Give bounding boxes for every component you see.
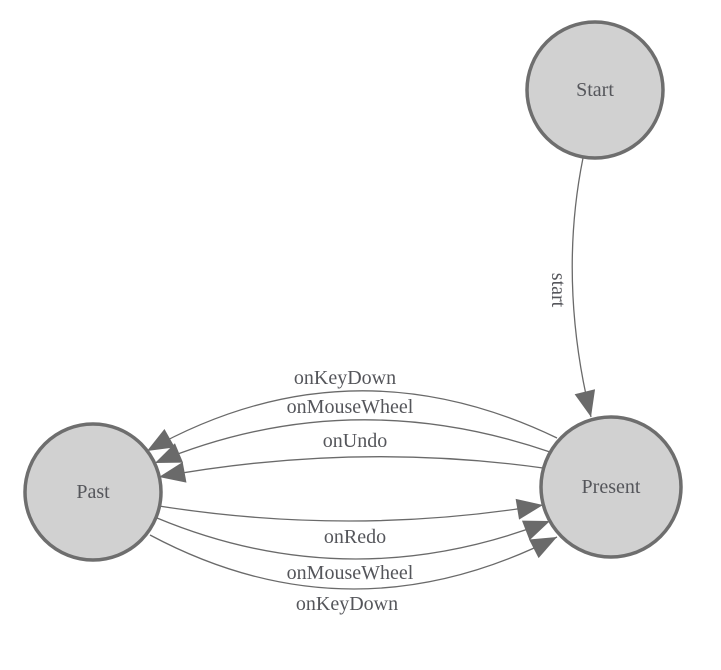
edge-start-to-present-start: [571, 157, 592, 418]
edge-present-to-past-onundo: [158, 456, 544, 478]
edge-past-to-present-onredo: [158, 504, 544, 522]
edge-present-to-past-onundo-label: onUndo: [323, 430, 387, 452]
edge-present-to-past-onkeydown-arrowhead-icon: [147, 429, 175, 451]
state-node-present-label: Present: [582, 476, 641, 498]
edge-past-to-present-onmousewheel: [156, 517, 551, 560]
state-node-present: [539, 415, 683, 559]
edge-present-to-past-onmousewheel-arrowhead-icon: [155, 443, 184, 463]
edge-start-to-present-start-arrowhead-icon: [574, 389, 596, 417]
edge-past-to-present-onmousewheel-label: onMouseWheel: [287, 562, 414, 584]
edge-past-to-present-onkeydown: [149, 534, 558, 590]
edge-present-to-past-onundo-arrowhead-icon: [159, 461, 187, 483]
edge-present-to-past-onkeydown: [146, 390, 558, 452]
edge-present-to-past-onmousewheel: [154, 419, 551, 464]
edge-past-to-present-onkeydown-label: onKeyDown: [296, 593, 398, 615]
state-node-start-label: Start: [576, 79, 614, 101]
edge-present-to-past-onkeydown-label: onKeyDown: [294, 367, 396, 389]
edge-present-to-past-onmousewheel-label: onMouseWheel: [287, 396, 414, 418]
edge-past-to-present-onredo-label: onRedo: [324, 526, 386, 548]
edge-past-to-present-onkeydown-arrowhead-icon: [529, 537, 557, 559]
edge-start-to-present-start-label: start: [547, 273, 569, 308]
state-node-past-label: Past: [76, 481, 110, 503]
state-node-start: [525, 20, 665, 160]
edge-past-to-present-onmousewheel-arrowhead-icon: [521, 520, 550, 541]
edge-past-to-present-onredo-arrowhead-icon: [515, 498, 543, 520]
state-node-past: [23, 422, 163, 562]
